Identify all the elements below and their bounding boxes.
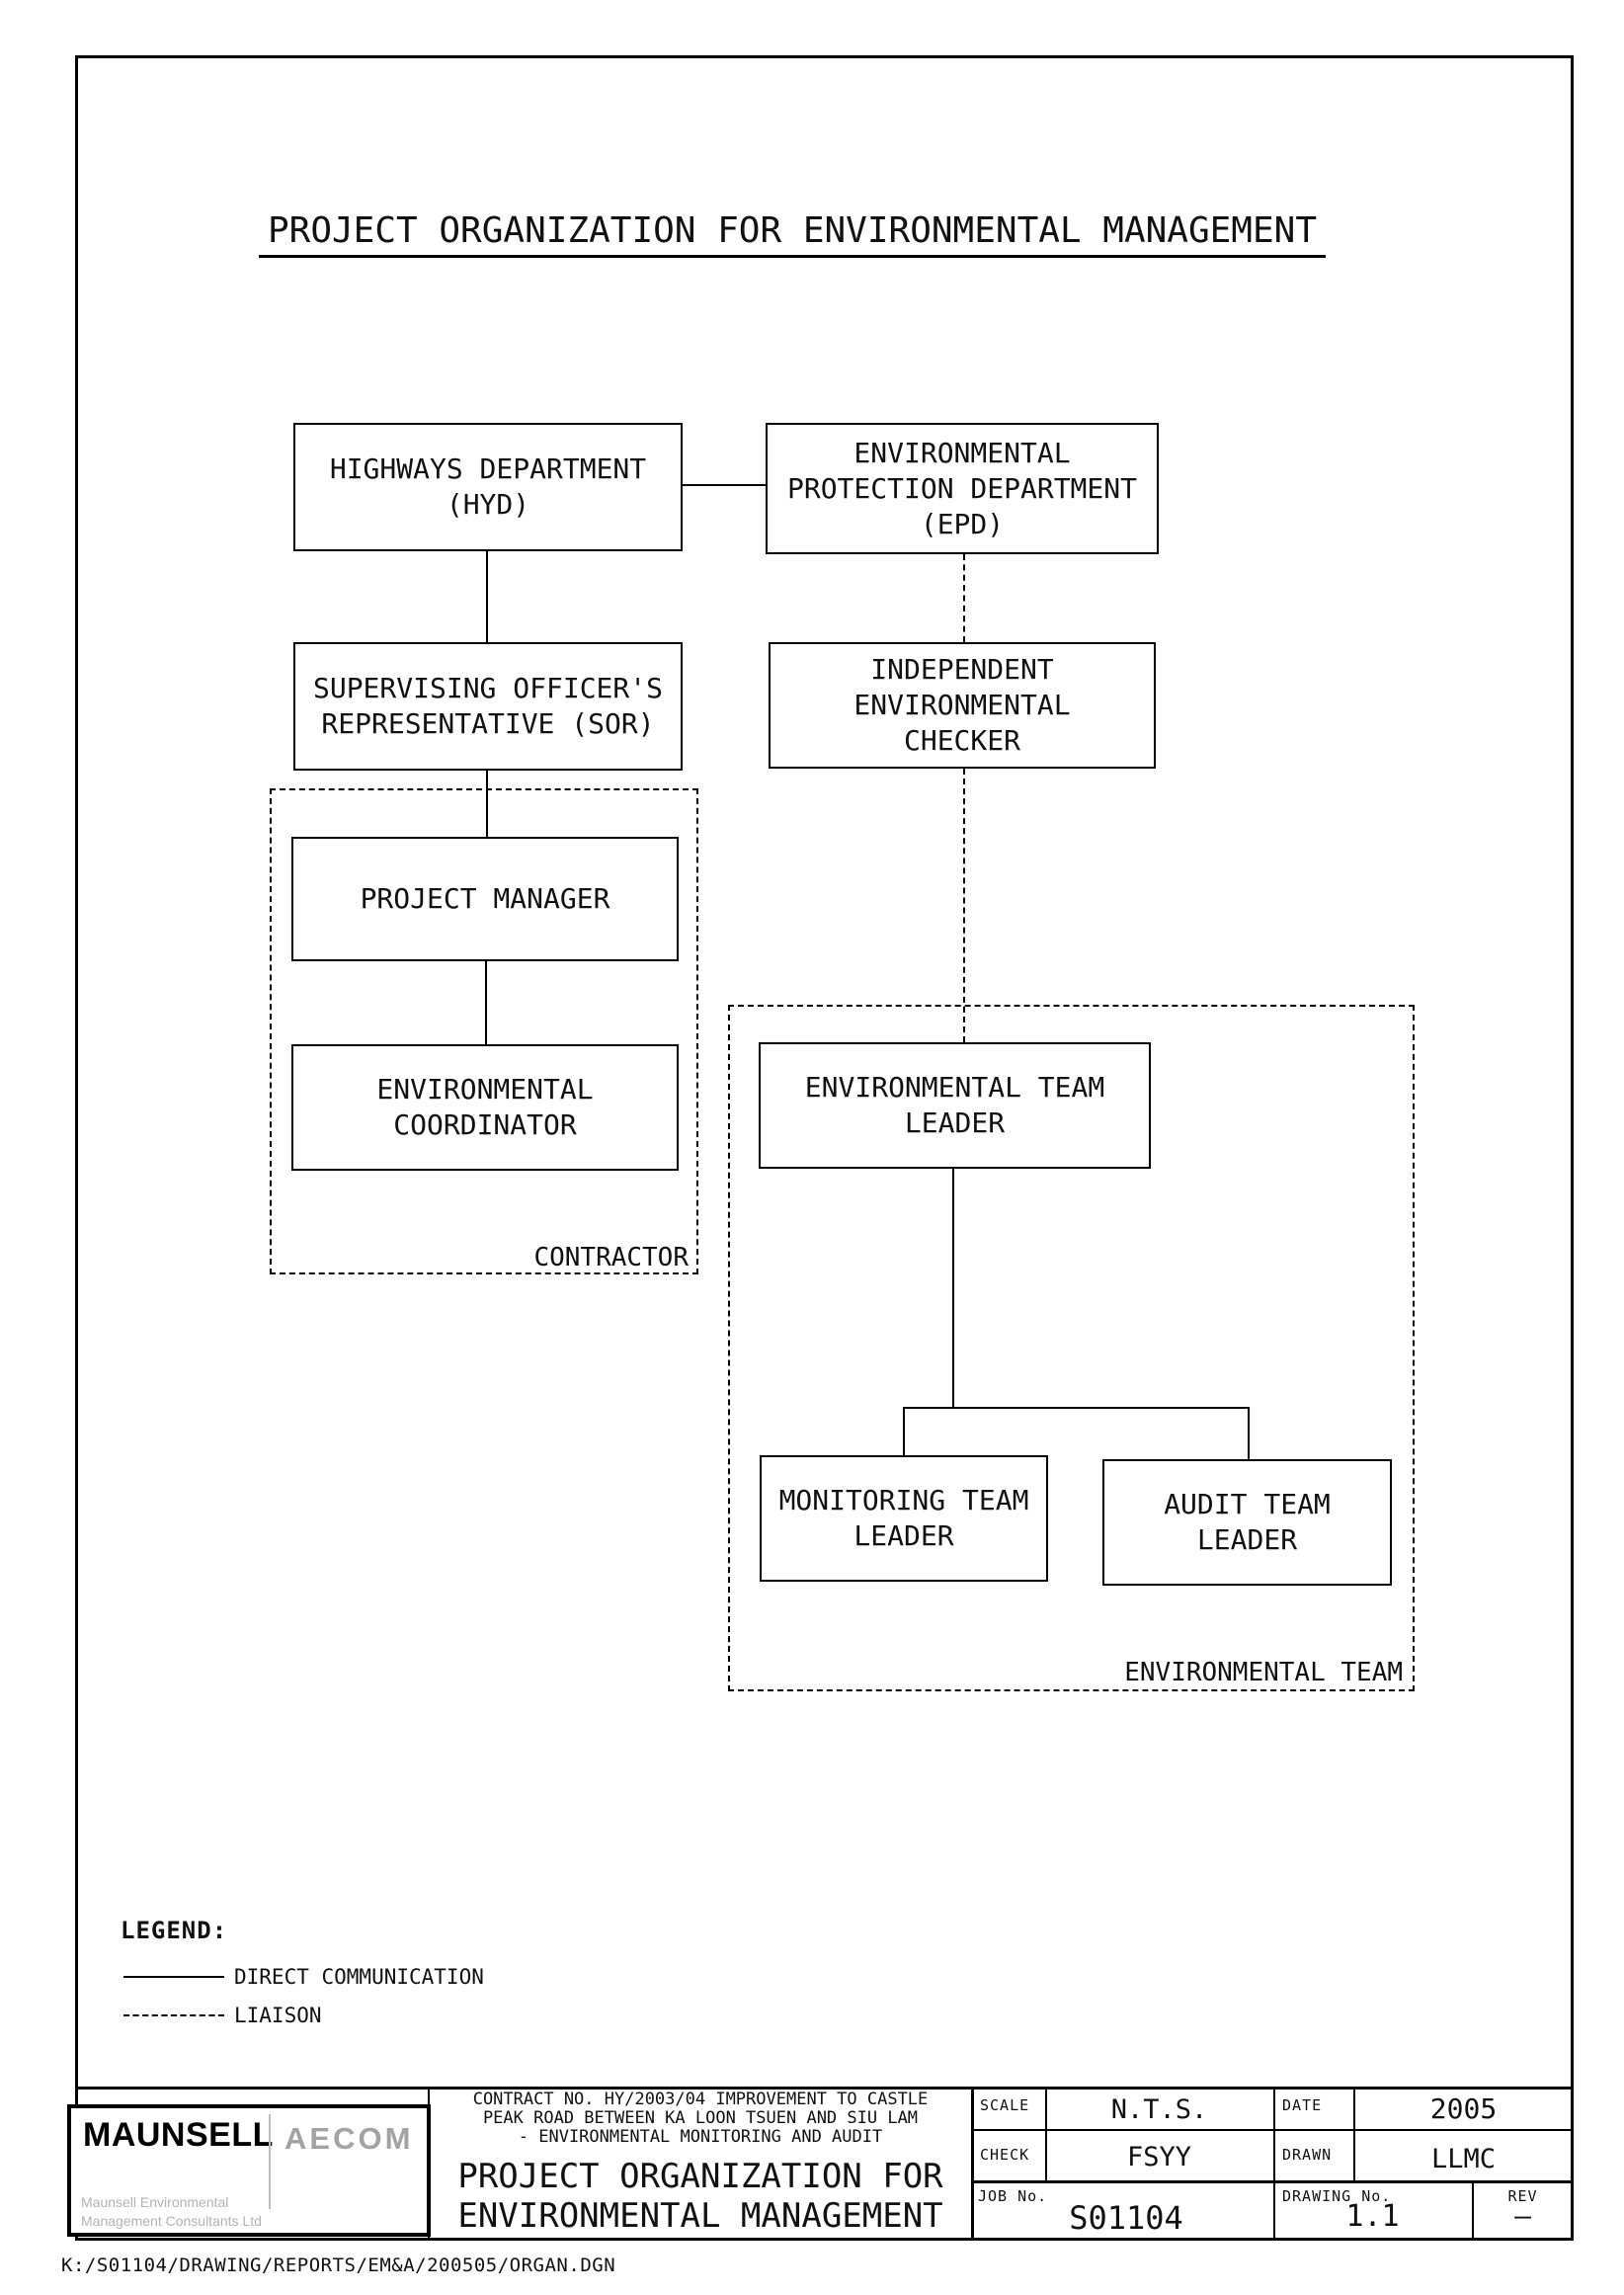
node-highways-department: HIGHWAYS DEPARTMENT (HYD) [293,423,683,551]
diagram-title: PROJECT ORGANIZATION FOR ENVIRONMENTAL M… [259,211,1326,258]
legend-item-label: DIRECT COMMUNICATION [234,1965,484,1989]
titleblock-vline-rev [1472,2182,1474,2241]
job-no-label: JOB No. [978,2187,1048,2205]
titleblock-hline-row1 [971,2129,1574,2131]
drawn-label: DRAWN [1282,2146,1333,2164]
node-environmental-coordinator: ENVIRONMENTAL COORDINATOR [291,1044,679,1171]
scale-value: N.T.S. [1110,2094,1208,2125]
drawing-no-value: 1.1 [1345,2199,1400,2234]
check-value: FSYY [1126,2142,1192,2172]
drawn-value: LLMC [1430,2144,1497,2174]
rev-value: — [1514,2199,1531,2232]
date-value: 2005 [1429,2092,1498,2125]
connector-split [903,1407,1249,1409]
legend-heading: LEGEND: [121,1917,228,1944]
connector-epd-iec-liaison [963,554,965,642]
node-environmental-team-leader: ENVIRONMENTAL TEAM LEADER [759,1042,1151,1169]
titleblock-vline-contract [971,2087,974,2241]
contract-description: CONTRACT NO. HY/2003/04 IMPROVEMENT TO C… [472,2090,929,2147]
rev-label: REV [1507,2187,1538,2205]
connector-sor-pm [486,771,488,837]
titleblock-hline-row2 [971,2180,1574,2183]
environmental-team-group-box: ENVIRONMENTAL TEAM [728,1005,1415,1691]
titleblock-vline-date [1273,2087,1275,2241]
company-subtitle: Maunsell Environmental Management Consul… [81,2194,262,2229]
logo-divider [269,2114,271,2209]
job-no-value: S01104 [1069,2199,1183,2237]
check-label: CHECK [980,2146,1030,2164]
drawing-title: PROJECT ORGANIZATION FOR ENVIRONMENTAL M… [457,2157,943,2236]
node-environmental-protection-department: ENVIRONMENTAL PROTECTION DEPARTMENT (EPD… [766,423,1159,554]
node-project-manager: PROJECT MANAGER [291,837,679,961]
connector-iec-etl-liaison [963,769,965,1042]
titleblock-vline-scale [1045,2087,1047,2180]
legend-dashed-line-sample [123,2014,224,2016]
legend-item-direct-communication: DIRECT COMMUNICATION [123,1965,484,1989]
sheet-border [75,55,1574,2241]
connector-etl-down [952,1169,954,1407]
contractor-group-box: CONTRACTOR [270,788,698,1274]
connector-hyd-sor [486,551,488,642]
legend-item-liaison: LIAISON [123,2004,322,2027]
contractor-group-label: CONTRACTOR [533,1243,689,1272]
aecom-logo: AECOM [284,2121,414,2156]
node-monitoring-team-leader: MONITORING TEAM LEADER [760,1455,1048,1582]
connector-split-atl [1248,1407,1250,1459]
legend-solid-line-sample [123,1976,224,1978]
titleblock-top-line [75,2087,1574,2090]
connector-split-mtl [903,1407,905,1455]
file-path: K:/S01104/DRAWING/REPORTS/EM&A/200505/OR… [61,2254,616,2276]
connector-hyd-epd [683,484,766,486]
drawing-no-label: DRAWING No. [1282,2187,1392,2205]
node-supervising-officers-representative: SUPERVISING OFFICER'S REPRESENTATIVE (SO… [293,642,683,771]
node-audit-team-leader: AUDIT TEAM LEADER [1102,1459,1392,1586]
environmental-team-group-label: ENVIRONMENTAL TEAM [1124,1658,1403,1687]
company-logo-box: MAUNSELL AECOM Maunsell Environmental Ma… [67,2104,431,2237]
scale-label: SCALE [980,2096,1030,2114]
maunsell-logo: MAUNSELL [83,2116,274,2154]
titleblock-vline-datevalue [1353,2087,1355,2180]
legend-item-label: LIAISON [234,2004,322,2027]
date-label: DATE [1282,2096,1323,2114]
node-independent-environmental-checker: INDEPENDENT ENVIRONMENTAL CHECKER [769,642,1156,769]
connector-pm-ec [485,961,487,1044]
